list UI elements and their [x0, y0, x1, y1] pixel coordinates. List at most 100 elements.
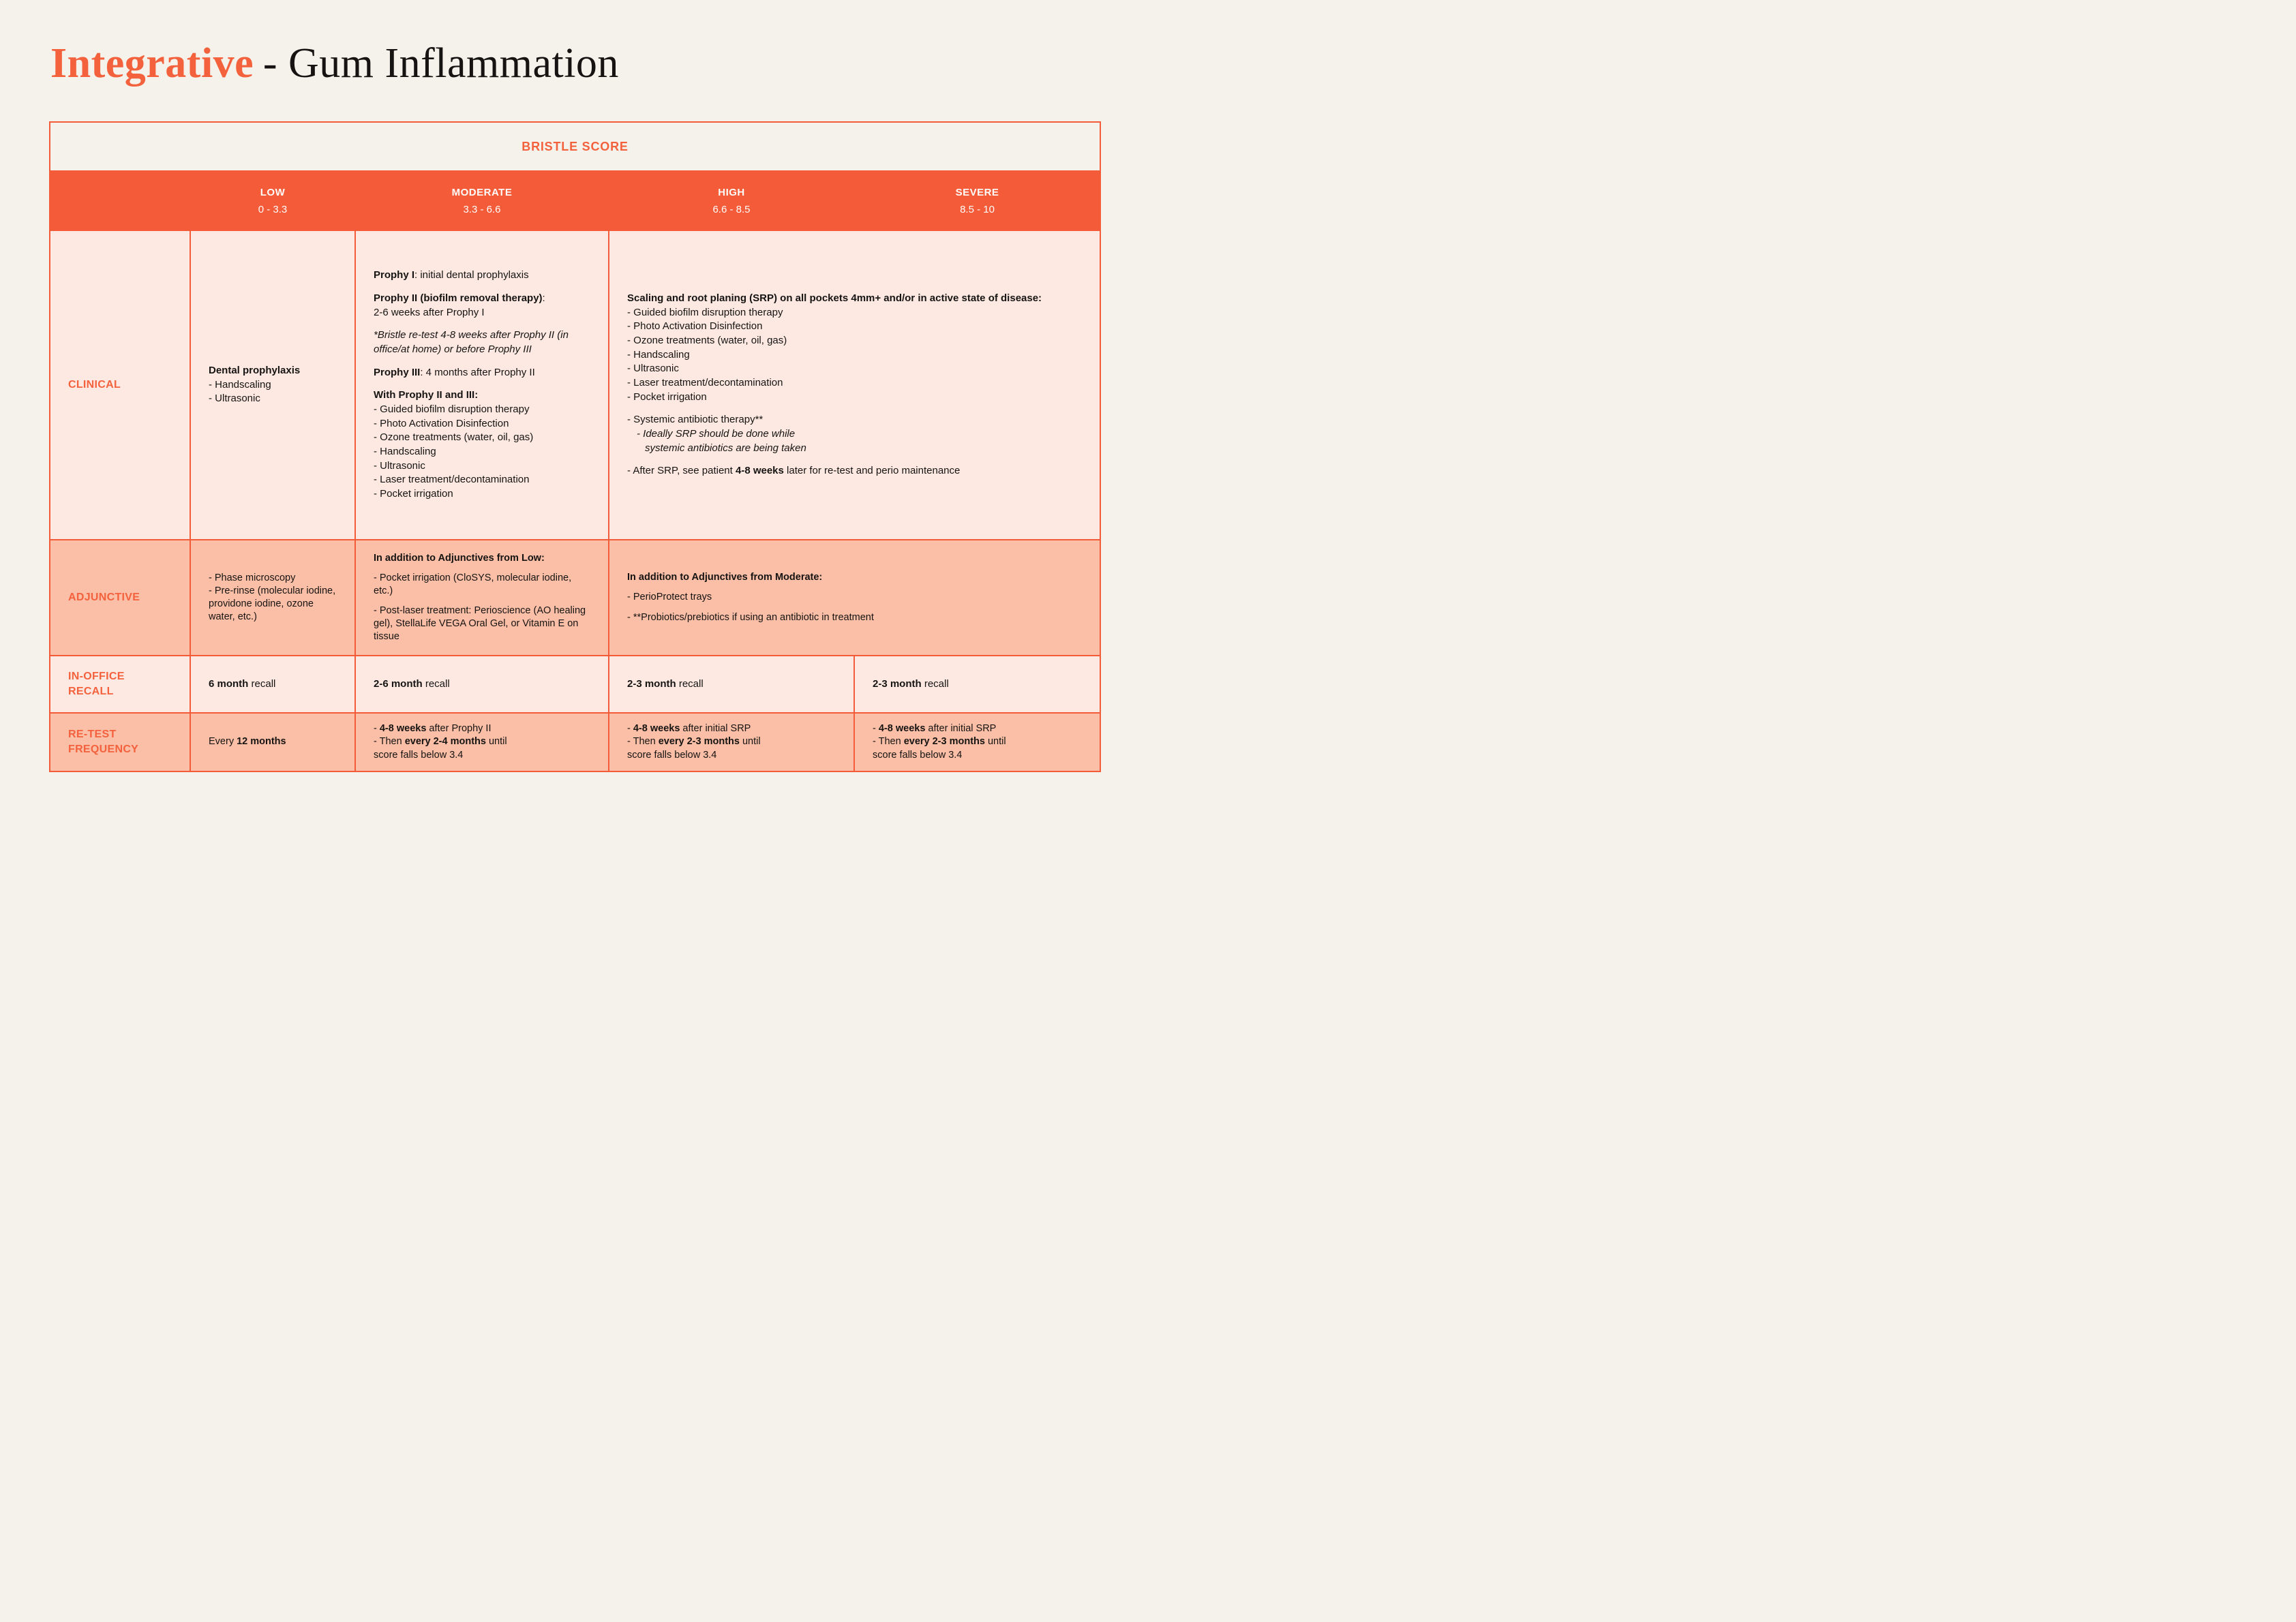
text-segment: - After SRP, see patient — [627, 465, 736, 477]
table-title-cell: BRISTLE SCORE — [50, 123, 1100, 170]
text-segment: 6 month — [209, 677, 249, 690]
text-block: - **Probiotics/prebiotics if using an an… — [627, 611, 874, 624]
text-line: In addition to Adjunctives from Low: — [374, 552, 545, 565]
text-segment: - Ozone treatments (water, oil, gas) — [627, 334, 787, 346]
text-line: - Handscaling — [374, 445, 533, 459]
text-line: - 4-8 weeks after initial SRP — [627, 722, 761, 735]
text-segment: 4-8 weeks — [379, 723, 427, 735]
text-line: Prophy III: 4 months after Prophy II — [374, 366, 535, 380]
text-line: - Photo Activation Disinfection — [627, 320, 1042, 334]
col-label-severe: SEVERE — [955, 186, 999, 198]
cell-adjunctive-moderate: In addition to Adjunctives from Low: - Po… — [356, 540, 608, 655]
text-block: - 4-8 weeks after initial SRP- Then ever… — [873, 722, 1006, 761]
text-segment: - Laser treatment/decontamination — [627, 377, 783, 388]
text-segment: every 2-3 months — [903, 736, 985, 748]
text-segment: - — [374, 723, 380, 735]
row-label-adjunctive: ADJUNCTIVE — [50, 540, 190, 655]
text-block: - Pocket irrigation (CloSYS, molecular i… — [374, 572, 590, 598]
text-segment: - PerioProtect trays — [627, 592, 712, 603]
text-segment: - Handscaling — [374, 446, 436, 458]
text-block: In addition to Adjunctives from Moderate… — [627, 571, 822, 584]
score-col-low: LOW 0 - 3.3 — [191, 172, 354, 230]
text-segment: - Handscaling — [209, 378, 271, 391]
text-line: 2-3 month recall — [627, 677, 704, 692]
text-segment: Prophy III — [374, 366, 421, 378]
text-line: - Pocket irrigation — [627, 391, 1042, 405]
text-segment: - Pocket irrigation — [627, 391, 707, 403]
text-segment: recall — [248, 677, 276, 690]
text-segment: 4-8 weeks — [633, 723, 680, 735]
text-block: Prophy III: 4 months after Prophy II — [374, 366, 535, 380]
col-range-high: 6.6 - 8.5 — [712, 203, 751, 215]
score-band: LOW 0 - 3.3 MODERATE 3.3 - 6.6 HIGH 6.6 … — [50, 172, 1100, 230]
cell-clinical-high-severe: Scaling and root planing (SRP) on all po… — [609, 231, 1100, 539]
text-segment: Every — [209, 736, 237, 748]
text-line: - After SRP, see patient 4-8 weeks later… — [627, 464, 960, 478]
text-segment: recall — [676, 677, 704, 690]
text-segment: - — [873, 723, 879, 735]
text-segment: : 4 months after Prophy II — [420, 366, 535, 378]
text-line: - Ultrasonic — [374, 459, 533, 474]
text-segment: after initial SRP — [680, 723, 751, 735]
page-title: Integrative- Gum Inflammation — [50, 40, 619, 88]
text-segment: Prophy I — [374, 269, 415, 281]
text-segment: - Guided biofilm disruption therapy — [374, 403, 530, 415]
text-block: Prophy II (biofilm removal therapy):2-6 … — [374, 292, 545, 320]
text-block: - Phase microscopy- Pre-rinse (molecular… — [209, 572, 337, 624]
text-block: Scaling and root planing (SRP) on all po… — [627, 292, 1042, 405]
text-segment: recall — [422, 677, 450, 690]
text-segment: With Prophy II and III: — [374, 389, 479, 401]
col-range-severe: 8.5 - 10 — [960, 203, 995, 215]
text-segment: later for re-test and perio maintenance — [783, 465, 961, 477]
text-line: 2-6 month recall — [374, 677, 450, 692]
text-segment: until — [984, 736, 1006, 748]
text-line: - Guided biofilm disruption therapy — [627, 306, 1042, 320]
text-segment: - Pre-rinse (molecular iodine, providone… — [209, 585, 336, 623]
text-line: Dental prophylaxis — [209, 364, 300, 378]
text-segment: until — [739, 736, 761, 748]
cell-adjunctive-high-severe: In addition to Adjunctives from Moderate… — [609, 540, 1100, 655]
text-segment: every 2-3 months — [658, 736, 740, 748]
text-line: With Prophy II and III: — [374, 388, 533, 403]
text-line: - Photo Activation Disinfection — [374, 417, 533, 431]
cell-retest-severe: - 4-8 weeks after initial SRP- Then ever… — [855, 714, 1100, 771]
page: { "title": { "accent": "Integrative", "m… — [0, 0, 1148, 811]
cell-retest-high: - 4-8 weeks after initial SRP- Then ever… — [609, 714, 854, 771]
text-segment: - — [627, 723, 633, 735]
text-segment: Dental prophylaxis — [209, 364, 301, 376]
text-line: - Pre-rinse (molecular iodine, providone… — [209, 585, 337, 624]
page-title-accent: Integrative — [50, 40, 254, 87]
cell-retest-low: Every 12 months — [191, 714, 354, 771]
row-label-in-office-recall: IN-OFFICE RECALL — [50, 656, 190, 712]
text-line: - Post-laser treatment: Perioscience (AO… — [374, 605, 590, 643]
text-line: In addition to Adjunctives from Moderate… — [627, 571, 822, 584]
table-title-label: BRISTLE SCORE — [522, 139, 629, 153]
text-line: - Handscaling — [627, 348, 1042, 363]
text-segment: 2-3 month — [627, 677, 676, 690]
cell-adjunctive-low: - Phase microscopy- Pre-rinse (molecular… — [191, 540, 354, 655]
text-line: Scaling and root planing (SRP) on all po… — [627, 292, 1042, 306]
score-col-high: HIGH 6.6 - 8.5 — [609, 172, 854, 230]
text-segment: 12 months — [237, 736, 286, 748]
text-segment: 4-8 weeks — [878, 723, 926, 735]
text-line: - Ideally SRP should be done while — [627, 427, 806, 442]
text-line: - Phase microscopy — [209, 572, 337, 585]
text-block: 2-6 month recall — [374, 677, 450, 692]
text-segment: score falls below 3.4 — [374, 749, 464, 761]
col-range-low: 0 - 3.3 — [258, 203, 288, 215]
text-line: 6 month recall — [209, 677, 275, 692]
text-line: Every 12 months — [209, 735, 286, 748]
text-block: - After SRP, see patient 4-8 weeks later… — [627, 464, 960, 478]
text-segment: - **Probiotics/prebiotics if using an an… — [627, 611, 874, 623]
text-line: - Guided biofilm disruption therapy — [374, 403, 533, 417]
text-line: - Systemic antibiotic therapy** — [627, 413, 806, 427]
score-col-severe: SEVERE 8.5 - 10 — [855, 172, 1100, 230]
text-segment: - Then — [374, 736, 405, 748]
text-block: Prophy I: initial dental prophylaxis — [374, 269, 529, 283]
text-segment: after initial SRP — [925, 723, 997, 735]
text-block: - Post-laser treatment: Perioscience (AO… — [374, 605, 590, 643]
text-segment: - Photo Activation Disinfection — [374, 417, 509, 429]
col-range-moderate: 3.3 - 6.6 — [463, 203, 501, 215]
text-block: With Prophy II and III: - Guided biofilm … — [374, 388, 533, 502]
text-line: score falls below 3.4 — [627, 749, 761, 762]
